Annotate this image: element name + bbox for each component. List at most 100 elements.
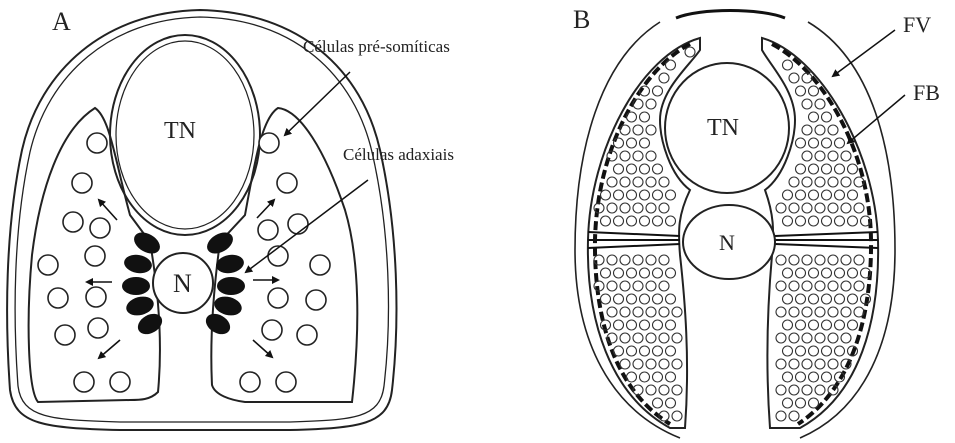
fast-fibre-cell [809,268,819,278]
panel-a-neural-tube-label: TN [164,118,196,144]
fast-fibre-cell [646,125,656,135]
fast-fibre-cell [659,333,669,343]
fast-fibre-cell [802,99,812,109]
fast-fibre-cell [614,294,624,304]
fast-fibre-cell [809,138,819,148]
fast-fibre-cell [815,177,825,187]
migration-arrow [253,340,272,357]
fast-fibre-cell [601,294,611,304]
panel-a-callout-lines [246,72,368,272]
fast-fibre-cell [601,190,611,200]
panel-a-letter: A [52,7,71,36]
fast-fibre-cell [640,372,650,382]
fast-fibre-cell [802,255,812,265]
adaxial-cell [215,253,246,276]
fast-fibre-cell [607,307,617,317]
fast-fibre-cell [640,216,650,226]
fast-fibre-cell [620,255,630,265]
fast-fibre-cell [789,359,799,369]
fast-fibre-cell [633,99,643,109]
fast-fibre-cell [796,294,806,304]
fast-fibre-cell [828,125,838,135]
panel-b-outer-outline-right [800,22,895,438]
fast-fibre-cell [666,294,676,304]
fast-fibre-cell [659,307,669,317]
fast-fibre-cell [640,190,650,200]
fast-fibre-cell [633,203,643,213]
fast-fibre-cell [666,268,676,278]
fast-fibre-cell [809,86,819,96]
fast-fibre-cell [659,281,669,291]
fast-fibre-cell [822,190,832,200]
fast-fibre-cell [783,60,793,70]
fast-fibre-cell [666,190,676,200]
fast-fibre-cell [796,216,806,226]
fast-fibre-cell [633,255,643,265]
fast-fibre-cell [783,372,793,382]
fast-fibre-cell [815,281,825,291]
presomitic-cell [72,173,92,193]
fast-fibre-cell [640,346,650,356]
fast-fibre-cell [848,294,858,304]
fast-fibre-cell [607,203,617,213]
presomitic-cell [87,133,107,153]
fast-fibre-cell [594,255,604,265]
presomitic-callout-line [285,72,350,135]
fast-fibre-cell [802,359,812,369]
fast-fibre-cell [783,216,793,226]
fast-fibre-cell [666,398,676,408]
fast-fibre-cell [620,281,630,291]
fast-fibre-cell [815,333,825,343]
adaxial-cell [203,228,236,258]
fast-fibre-cell [672,411,682,421]
fast-fibre-cell [633,333,643,343]
fast-fibre-cell [796,320,806,330]
fast-fibre-cell [796,346,806,356]
fast-fibre-cell [614,320,624,330]
fast-fibre-cell [646,281,656,291]
fast-fibre-cell [614,268,624,278]
fast-fibre-cell [653,398,663,408]
fast-fibre-cell [776,307,786,317]
fast-fibre-cell [666,60,676,70]
fast-fibre-cell [633,125,643,135]
panel-b: B TN N [573,5,940,438]
fast-fibre-cell [627,190,637,200]
migration-arrow [99,200,117,220]
presomitic-cell [240,372,260,392]
fast-fibre-cell [620,125,630,135]
panel-b-outer-envelope [676,11,785,19]
fast-fibre-cell [783,190,793,200]
presomitic-cell [110,372,130,392]
fast-fibre-cell [666,372,676,382]
fast-fibre-cell [815,307,825,317]
fast-fibre-cell [646,385,656,395]
fast-fibre-cell [620,177,630,187]
fast-fibre-cell [627,294,637,304]
fast-fibre-cell [789,73,799,83]
fast-fibre-cell [666,346,676,356]
fast-fibre-cell [601,216,611,226]
fast-fibre-cell [640,138,650,148]
fast-fibre-cell [802,151,812,161]
fast-fibre-cell [672,359,682,369]
fast-fibre-cell [672,333,682,343]
presomitic-cell [63,212,83,232]
fast-fibre-cell [653,86,663,96]
presomitic-cell [310,255,330,275]
fast-fibre-cell [653,294,663,304]
fast-fibre-cell [672,385,682,395]
fast-fibre-cell [828,255,838,265]
fast-fibre-cell [614,138,624,148]
fast-fibre-cell [802,281,812,291]
fast-fibre-cell [776,333,786,343]
fast-fibre-cell [640,164,650,174]
fb-callout-line [848,95,905,143]
fast-fibre-cell [828,385,838,395]
fast-fibre-cell [796,190,806,200]
fast-fibre-cell [802,203,812,213]
fast-fibre-cell [796,86,806,96]
fast-fibre-cell [607,177,617,187]
presomitic-cells-label: Células pré-somíticas [303,37,450,56]
